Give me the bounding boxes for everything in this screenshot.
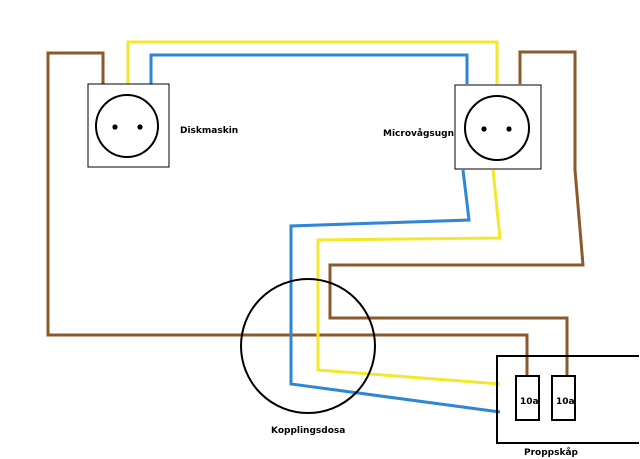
wire-brown-left	[46, 51, 529, 378]
junction-box	[240, 278, 376, 414]
wire-yellow-top	[126, 40, 499, 84]
outlet-microvagsugn	[454, 84, 542, 170]
junction-box-label: Kopplingsdosa	[271, 426, 345, 436]
outlet-label-microvagsugn: Microvågsugn	[383, 128, 454, 139]
fuse-1	[515, 375, 540, 421]
outlet-label-diskmaskin: Diskmaskin	[180, 126, 238, 136]
fuse-1-label: 10a	[520, 397, 539, 407]
wire-brown-right	[328, 50, 585, 378]
fuse-2-label: 10a	[556, 397, 575, 407]
wire-yellow-down	[316, 169, 502, 386]
socket-icon	[464, 95, 530, 161]
fuse-box: 10a 10a	[496, 355, 639, 444]
fuse-box-label: Proppskåp	[524, 447, 579, 458]
socket-icon	[95, 94, 159, 158]
outlet-diskmaskin	[87, 83, 170, 168]
wire-blue-down	[289, 169, 501, 414]
fuse-2	[551, 375, 576, 421]
wire-blue-top	[149, 53, 469, 84]
